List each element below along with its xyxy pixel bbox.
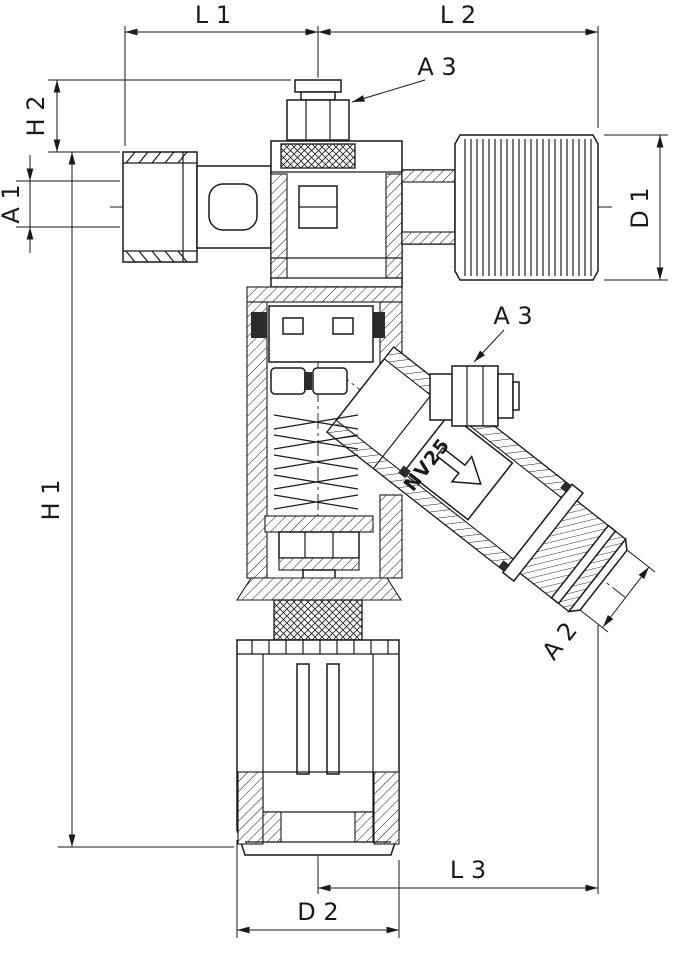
valve-body-midsection: [246, 286, 403, 579]
dim-label-a2: A 2: [537, 617, 583, 665]
dim-label-a3-branch: A 3: [493, 302, 532, 330]
bonnet: [270, 140, 403, 288]
bottom-outlet-tube: [236, 639, 400, 856]
callout-a3-top: A 3: [351, 53, 457, 103]
spring: [273, 414, 359, 510]
bottom-flare: [235, 577, 403, 601]
dim-label-h1: H 1: [37, 480, 65, 521]
port-right: [312, 367, 348, 395]
dimension-l3: L 3: [317, 625, 599, 894]
dimension-h1: H 1: [37, 152, 234, 848]
dim-label-d2: D 2: [297, 898, 338, 926]
dimension-d2: D 2: [236, 840, 400, 938]
dim-label-l1: L 1: [195, 1, 231, 29]
seal-left: [251, 312, 267, 338]
dim-label-a3-top: A 3: [417, 53, 456, 81]
dimension-d1: D 1: [604, 134, 668, 281]
dim-label-l2: L 2: [440, 1, 476, 29]
dimension-l2: L 2: [318, 1, 599, 128]
port-left: [270, 367, 306, 395]
dim-label-h2: H 2: [22, 96, 50, 137]
handwheel: [454, 134, 599, 281]
dim-label-a1: A 1: [0, 184, 25, 223]
top-vent-plug: [286, 79, 350, 141]
dimension-l1: L 1: [124, 1, 319, 146]
flow-arrow-icon: [435, 446, 482, 485]
branch-test-plug: [429, 365, 520, 427]
stem-shaft: [401, 169, 456, 245]
callout-a3-branch: A 3: [473, 302, 533, 363]
union-nut: [273, 599, 363, 641]
dim-label-d1: D 1: [626, 187, 654, 228]
dimension-a1: A 1: [0, 155, 120, 253]
dim-label-l3: L 3: [450, 856, 486, 884]
inlet-connector: [122, 151, 272, 263]
dimension-h2: H 2: [22, 79, 291, 153]
valve-seat: [264, 515, 374, 581]
